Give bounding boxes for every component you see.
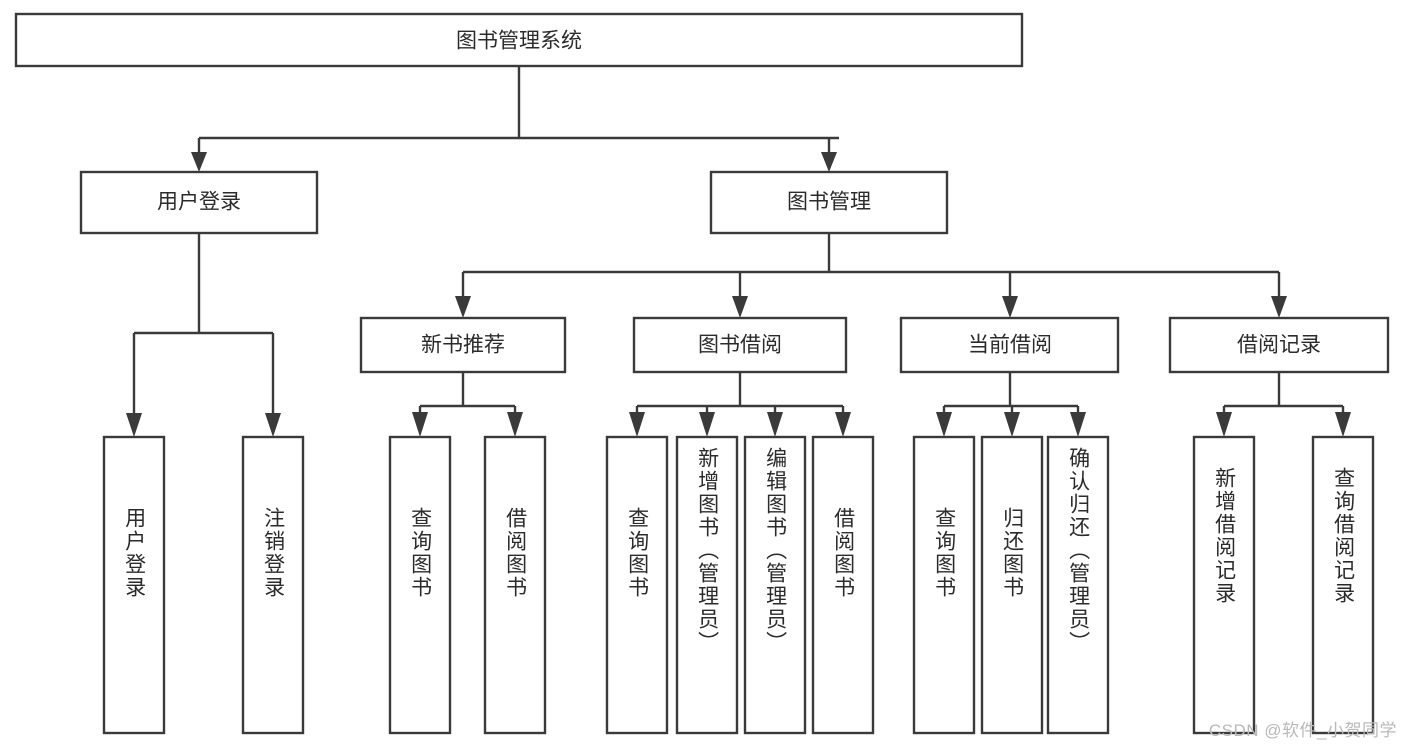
leaf-book-borrow-1[interactable] [605, 435, 669, 735]
connector-group-book-manage [455, 233, 1287, 318]
arrow-head-nbr-c2 [507, 412, 523, 437]
leaf-book-borrow-3[interactable] [743, 435, 807, 735]
node-book-manage[interactable] [709, 170, 949, 235]
connector-group-current-borrow [936, 372, 1086, 437]
arrow-head-user-login [191, 152, 207, 172]
arrow-head-user-login-c1 [126, 413, 142, 437]
node-book-borrow-label: 图书借阅 [698, 334, 782, 357]
node-user-login[interactable] [79, 170, 319, 235]
node-root[interactable] [14, 12, 1024, 68]
arrow-head-book-manage [821, 152, 837, 172]
arrow-head-user-login-c2 [265, 413, 281, 437]
node-user-login-label: 用户登录 [157, 191, 241, 214]
leaf-book-borrow-2[interactable] [675, 435, 739, 735]
leaf-borrow-record-2[interactable] [1311, 435, 1375, 735]
arrow-head-current-borrow [1002, 296, 1018, 318]
leaf-user-login-1[interactable] [102, 435, 166, 735]
leaf-new-book-recommend-2[interactable] [483, 435, 547, 735]
arrow-head-bb-c2 [699, 412, 715, 437]
connector-group-root [191, 66, 839, 172]
arrow-head-cb-c2 [1004, 412, 1020, 437]
node-root-label: 图书管理系统 [456, 30, 582, 53]
connector-group-borrow-record [1216, 372, 1351, 437]
leaf-current-borrow-3[interactable] [1046, 435, 1110, 735]
connector-group-book-borrow [629, 372, 851, 437]
node-current-borrow[interactable] [899, 316, 1120, 374]
connector-group-new-book-recommend [412, 372, 523, 437]
node-new-book-recommend[interactable] [359, 316, 567, 374]
arrow-head-new-book-recommend [455, 296, 471, 318]
node-borrow-record[interactable] [1168, 316, 1390, 374]
node-book-borrow[interactable] [632, 316, 848, 374]
leaf-new-book-recommend-1[interactable] [388, 435, 452, 735]
leaf-current-borrow-2[interactable] [980, 435, 1044, 735]
arrow-head-cb-c3 [1070, 412, 1086, 437]
leaf-borrow-record-1[interactable] [1192, 435, 1256, 735]
arrow-head-nbr-c1 [412, 412, 428, 437]
watermark-text: CSDN @软件_小贺同学 [1208, 721, 1397, 740]
arrow-head-bb-c4 [835, 412, 851, 437]
leaf-user-login-2[interactable] [241, 435, 305, 735]
arrow-head-bb-c3 [767, 412, 783, 437]
node-current-borrow-label: 当前借阅 [968, 334, 1052, 357]
arrow-head-book-borrow [732, 296, 748, 318]
node-book-manage-label: 图书管理 [787, 191, 871, 214]
arrow-head-br-c1 [1216, 412, 1232, 437]
arrow-head-cb-c1 [936, 412, 952, 437]
node-new-book-recommend-label: 新书推荐 [421, 334, 505, 357]
leaf-book-borrow-4[interactable] [811, 435, 875, 735]
arrow-head-bb-c1 [629, 412, 645, 437]
connector-group-user-login [126, 233, 281, 437]
arrow-head-borrow-record [1271, 296, 1287, 318]
leaf-current-borrow-1[interactable] [912, 435, 976, 735]
arrow-head-br-c2 [1335, 412, 1351, 437]
node-borrow-record-label: 借阅记录 [1237, 334, 1321, 357]
